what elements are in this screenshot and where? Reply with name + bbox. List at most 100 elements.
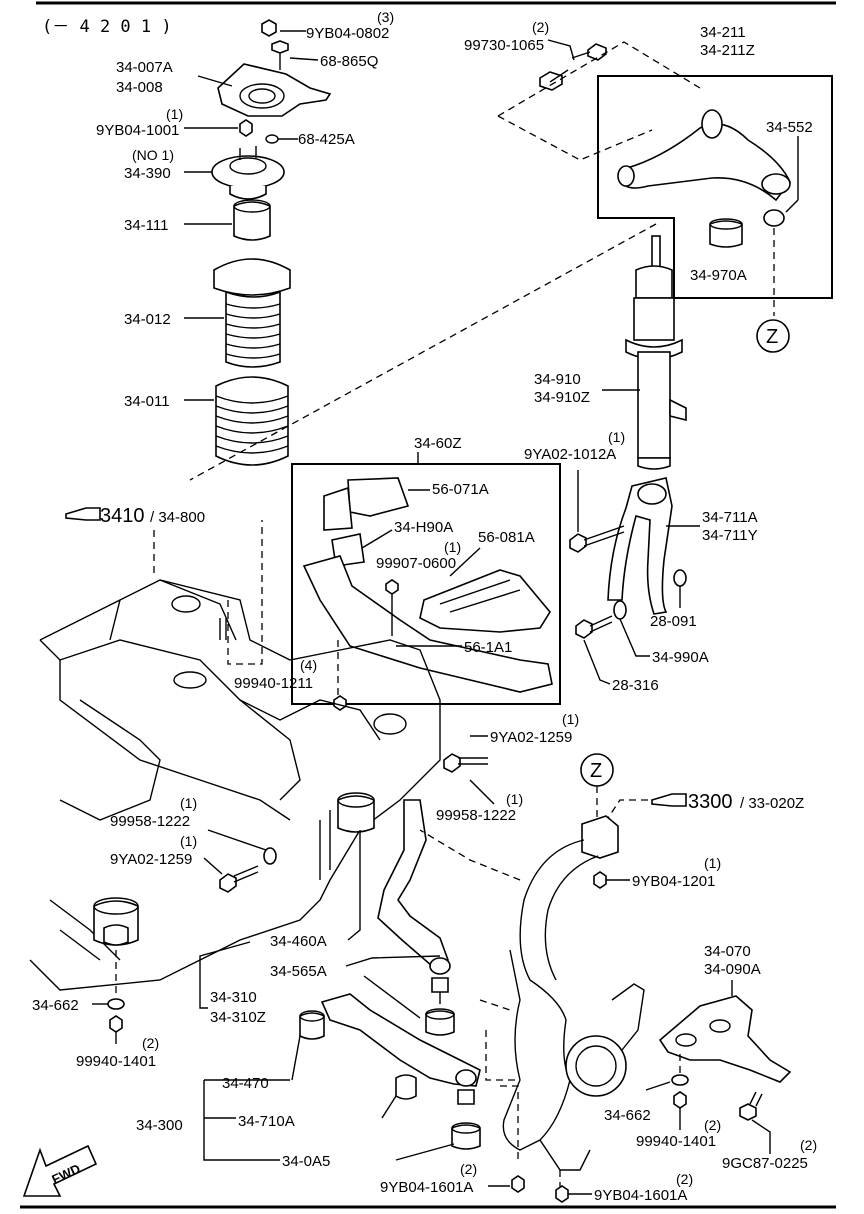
- pointing-hand-icon: [65, 507, 101, 521]
- label-strut-b: 34-910Z: [534, 389, 590, 406]
- label-washer-lower-r-qty: (1): [506, 791, 523, 807]
- label-arm-assy-a: 34-310: [210, 989, 257, 1006]
- label-nut-crossmember: 99940-1211: [234, 675, 313, 692]
- right-bracket: [645, 980, 792, 1154]
- front-arm-icon: [320, 993, 481, 1087]
- label-nut-top: 9YB04-0802: [306, 25, 389, 42]
- label-bolt-right-qty: (2): [800, 1137, 817, 1153]
- fork-group: [569, 470, 700, 685]
- bushing-rear-icon: [337, 795, 375, 833]
- left-stack-leaders: [184, 30, 319, 401]
- label-fork-a: 34-711A: [702, 509, 758, 526]
- label-bracket-h90: 34-H90A: [394, 519, 453, 536]
- label-nut-left-qty: (2): [142, 1035, 159, 1051]
- ref-3410[interactable]: 3410 / 34-800: [65, 505, 205, 527]
- label-bracket-a: 56-071A: [432, 481, 489, 498]
- label-mount-plate-a: 34-007A: [116, 59, 173, 76]
- label-upper-arm-b: 34-211Z: [700, 42, 755, 59]
- label-bracket-right-b: 34-090A: [704, 961, 761, 978]
- label-upper-arm-a: 34-211: [700, 24, 746, 41]
- label-bolt-lower-r-qty: (1): [562, 711, 579, 727]
- label-nut-bottom-r-qty: (2): [676, 1171, 693, 1187]
- lower-arm-rear: [199, 735, 495, 1036]
- label-box-kit: 34-60Z: [414, 435, 462, 452]
- label-nut-bottom-l: 9YB04-1601A: [380, 1179, 473, 1196]
- bushing-upper-icon: [709, 220, 743, 248]
- label-bolt-lower-r: 9YA02-1259: [490, 729, 572, 746]
- label-nut-knuckle-qty: (1): [704, 855, 721, 871]
- label-boot-lower: 34-011: [124, 393, 170, 410]
- fork-icon: [607, 477, 673, 615]
- bushing-710a-icon: [395, 1074, 417, 1100]
- shock-absorber: [189, 223, 687, 481]
- label-bracket-right-a: 34-070: [704, 943, 751, 960]
- label-washer-lower-l: 99958-1222: [110, 813, 190, 830]
- label-bushing-front: 34-470: [222, 1075, 269, 1092]
- label-bushing-front2: 34-710A: [238, 1113, 295, 1130]
- boot-lower-icon: [215, 376, 289, 466]
- bump-stop-icon: [233, 201, 271, 241]
- label-bolt-fork2: 28-316: [612, 677, 659, 694]
- fwd-arrow: FWD: [22, 1144, 98, 1197]
- label-bolt-upper-arm-qty: (2): [532, 19, 549, 35]
- left-washer-nut: [92, 950, 125, 1044]
- label-nut-top-qty: (3): [377, 9, 394, 25]
- ref-3300[interactable]: 3300 / 33-020Z: [651, 791, 804, 813]
- upper-arm-icon: [619, 123, 791, 202]
- label-washer-lower-l-qty: (1): [180, 795, 197, 811]
- label-washer-left: 34-662: [32, 997, 79, 1014]
- bracket-070-icon: [658, 995, 792, 1083]
- label-washer-mount: 68-425A: [298, 131, 355, 148]
- label-nut-bottom-r: 9YB04-1601A: [594, 1187, 687, 1204]
- label-mount-qty: (NO 1): [132, 147, 174, 163]
- hub-icon: [565, 1035, 627, 1097]
- label-mount-plate-b: 34-008: [116, 79, 163, 96]
- range-header: (－ 4 2 0 1 ): [42, 17, 172, 37]
- label-ball-joint: 34-552: [766, 119, 813, 136]
- ref-3300-main: 3300: [688, 791, 733, 813]
- boot-0a5-icon: [451, 1124, 481, 1150]
- label-nut-bracket-qty: (1): [444, 539, 461, 555]
- label-nut-right-qty: (2): [704, 1117, 721, 1133]
- label-nut-mount: 9YB04-1001: [96, 122, 179, 139]
- label-bolt-lower-l-qty: (1): [180, 833, 197, 849]
- label-bolt-fork: 9YA02-1012A: [524, 446, 616, 463]
- label-nut-bottom-l-qty: (2): [460, 1161, 477, 1177]
- label-boot-rear: 34-565A: [270, 963, 327, 980]
- label-stud-top: 68-865Q: [320, 53, 378, 70]
- label-boot-front: 34-0A5: [282, 1153, 330, 1170]
- mount-plate-icon: [217, 63, 332, 117]
- boot-upper-icon: [213, 258, 291, 296]
- forward-arrow-icon: [22, 1144, 98, 1197]
- subframe: [29, 520, 441, 991]
- label-strut-a: 34-910: [534, 371, 581, 388]
- label-mount: 34-390: [124, 165, 171, 182]
- bushing-470-icon: [299, 1012, 325, 1040]
- crossbar-icon: [302, 555, 553, 693]
- label-bump-stop: 34-111: [124, 217, 168, 234]
- label-bolt-lower-l: 9YA02-1259: [110, 851, 192, 868]
- label-washer-right: 34-662: [604, 1107, 651, 1124]
- label-arm-front-assy: 34-300: [136, 1117, 183, 1134]
- upper-arm-group: [497, 39, 833, 316]
- label-fork-b: 34-711Y: [702, 527, 758, 544]
- strut-mount-icon: [211, 155, 285, 189]
- label-bracket-c: 56-1A1: [464, 639, 512, 656]
- ball-joint-icon: [761, 173, 791, 195]
- label-nut-right: 99940-1401: [636, 1133, 716, 1150]
- label-nut-bracket: 99907-0600: [376, 555, 456, 572]
- top-nut-icon: [261, 19, 277, 37]
- callout-z-bottom: Z: [590, 760, 602, 782]
- bracket-56-071a-icon: [347, 477, 410, 517]
- label-washer-fork: 28-091: [650, 613, 697, 630]
- label-bolt-right: 9GC87-0225: [722, 1155, 808, 1172]
- label-nut-crossmember-qty: (4): [300, 657, 317, 673]
- label-nut-mount-qty: (1): [166, 106, 183, 122]
- label-bushing-upper: 34-970A: [690, 267, 747, 284]
- knuckle-top-icon: [581, 815, 619, 859]
- label-washer-fork2: 34-990A: [652, 649, 709, 666]
- ref-3410-sub: / 34-800: [150, 509, 205, 526]
- label-nut-left: 99940-1401: [76, 1053, 156, 1070]
- callout-z-top: Z: [756, 319, 790, 353]
